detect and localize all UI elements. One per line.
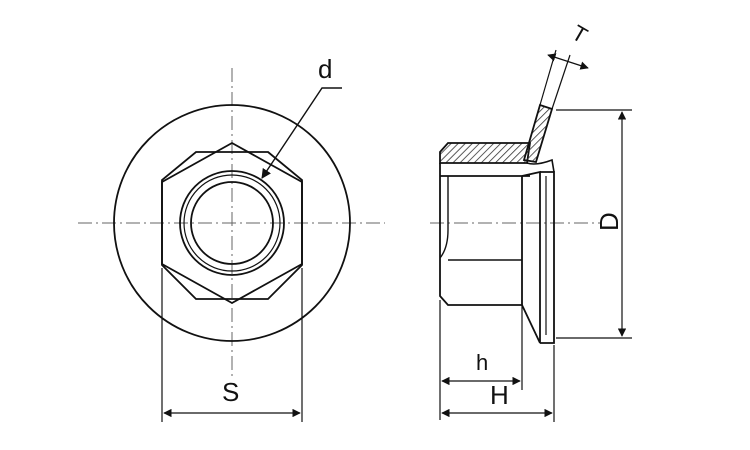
- t-extension-1: [539, 49, 557, 106]
- nylon-insert-hatched: [439, 142, 532, 164]
- flange-face: [540, 171, 555, 344]
- h-dimension: [439, 300, 523, 420]
- t-dimension: [539, 49, 589, 110]
- flange-profile: [521, 170, 541, 344]
- bore-inner-ring: [190, 181, 274, 265]
- H-dimension-label: H: [490, 380, 509, 410]
- s-dimension: [161, 268, 303, 422]
- d-dimension-label: d: [318, 54, 332, 84]
- d-leader-line: [261, 87, 342, 179]
- hex-edge-arc: [439, 176, 449, 259]
- side-view: [430, 103, 600, 344]
- flange-outer-circle: [113, 104, 351, 342]
- hexagon-corners: [161, 141, 303, 305]
- H-dimension: [441, 345, 555, 422]
- d-diameter-label: D: [594, 212, 624, 231]
- front-view: [78, 68, 385, 380]
- t-dimension-line: [547, 53, 589, 70]
- bore-outer-ring: [179, 170, 285, 276]
- nut-body-outline: [439, 163, 530, 306]
- flange-top-curve: [526, 158, 555, 173]
- h-dimension-label: h: [476, 350, 488, 375]
- d-leader: d: [261, 54, 342, 179]
- bore-middle-ring: [183, 174, 281, 272]
- t-dimension-label: T: [568, 20, 592, 48]
- tilted-flange-section: [522, 103, 554, 164]
- t-extension-2: [551, 54, 571, 110]
- d-diameter-dimension: [556, 109, 632, 339]
- s-dimension-label: S: [222, 377, 239, 407]
